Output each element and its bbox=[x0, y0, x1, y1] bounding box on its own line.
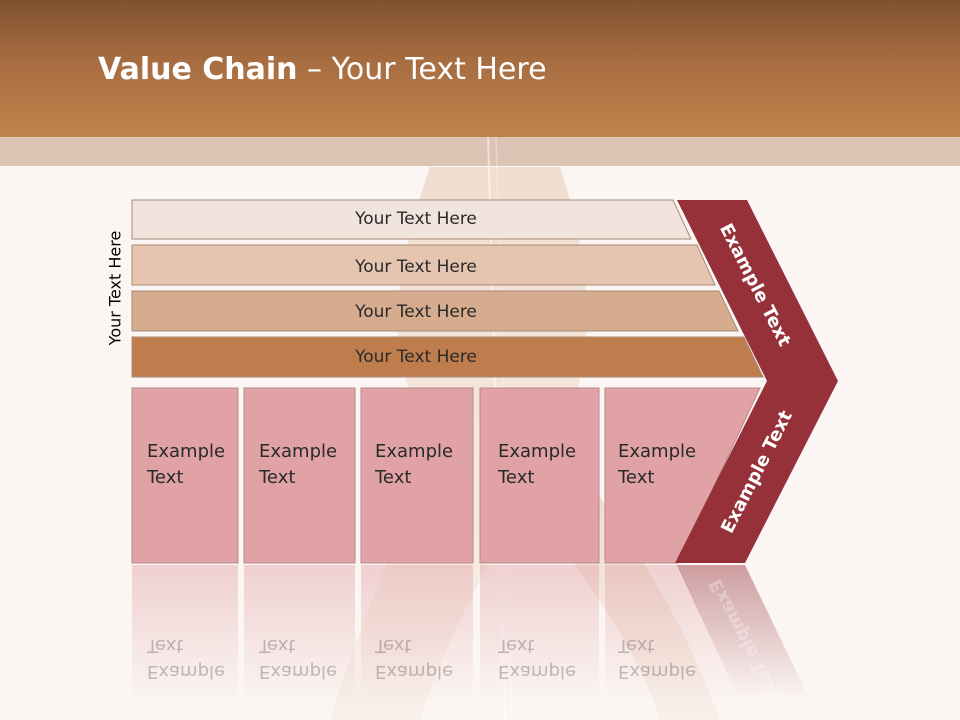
margin-chevron bbox=[675, 200, 838, 563]
support-bar-2 bbox=[131, 244, 716, 286]
bar-label-1: Your Text Here bbox=[355, 209, 477, 229]
page-title: Value Chain – Your Text Here bbox=[98, 52, 547, 87]
support-bar-1 bbox=[131, 199, 692, 240]
box-reflection-4 bbox=[480, 565, 599, 705]
box-reflection-3 bbox=[361, 565, 473, 705]
bar-label-3: Your Text Here bbox=[355, 302, 477, 322]
bar-label-4: Your Text Here bbox=[355, 347, 477, 367]
primary-box-3 bbox=[360, 387, 474, 564]
box-reflection-5 bbox=[605, 565, 740, 700]
header-subband bbox=[0, 137, 960, 166]
support-bar-4 bbox=[131, 336, 764, 378]
box-reflection-2 bbox=[244, 565, 355, 705]
primary-box-2 bbox=[243, 387, 356, 564]
header-band bbox=[0, 0, 960, 137]
bar-label-2: Your Text Here bbox=[355, 257, 477, 277]
title-bold: Value Chain bbox=[98, 52, 298, 87]
primary-box-4 bbox=[479, 387, 600, 564]
box-reflection-1 bbox=[132, 565, 238, 705]
chevron-reflection bbox=[677, 565, 810, 700]
title-rest: – Your Text Here bbox=[297, 52, 547, 87]
primary-box-1 bbox=[131, 387, 239, 564]
support-bar-3 bbox=[131, 290, 739, 332]
